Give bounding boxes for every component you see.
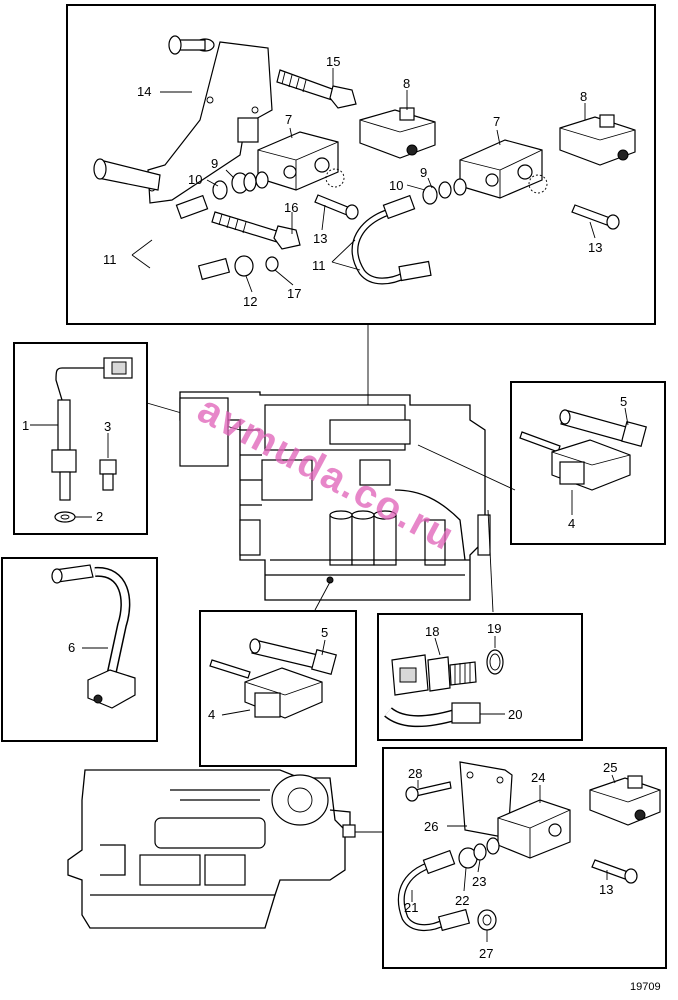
bracket-part-14 [93,35,273,204]
label-11-right: 11 [312,258,326,273]
label-19: 19 [487,621,501,636]
label-17: 17 [287,286,301,301]
label-9-right: 9 [420,165,427,180]
label-13-right: 13 [588,240,602,255]
label-1: 1 [22,418,29,433]
label-9-left: 9 [211,156,218,171]
panel-top-frame [66,4,656,325]
hose-part-11-right [351,194,432,285]
pipe-part-6 [51,564,136,709]
hose-part-21 [397,849,471,932]
label-8-left: 8 [403,76,410,91]
leader-18 [434,637,441,656]
leader-4-center [221,709,251,716]
label-2: 2 [96,509,103,524]
solenoid-part-4-center [244,667,323,719]
fitting-part-27 [477,909,497,931]
label-8-right: 8 [580,89,587,104]
label-4-center: 4 [208,707,215,722]
label-24: 24 [531,770,545,785]
panel-sensor-assembly [377,613,583,741]
panel-center-frame [199,610,357,767]
solenoid-part-8-left [359,107,436,159]
panel-right-valve [510,381,666,545]
label-7-right: 7 [493,114,500,129]
label-10-left: 10 [188,172,202,187]
solenoid-part-25 [589,775,661,826]
bolt-part-16 [211,211,301,250]
label-22: 22 [455,893,469,908]
panel-pipe-assembly [1,557,158,742]
label-21: 21 [404,900,418,915]
bolt-part-13-left [314,194,359,220]
label-26: 26 [424,819,438,834]
engine-side-view [67,769,383,929]
pipe-part-5-center [209,638,337,679]
bolt-part-28 [405,781,452,802]
valve-block-part-7-right [459,139,548,199]
label-20: 20 [508,707,522,722]
sensor-part-18 [391,654,477,696]
label-11-left: 11 [103,252,117,267]
panel-pipe-frame [1,557,158,742]
connector-part-20 [384,702,481,728]
fittings-part-9-10-right [422,178,467,205]
leader-5-right [624,407,629,426]
label-13-bottom: 13 [599,882,613,897]
valve-block-part-7-left [257,131,345,191]
solenoid-part-4-right [551,439,631,491]
label-10-right: 10 [389,178,403,193]
engine-center-view [179,391,516,613]
label-25: 25 [603,760,617,775]
leader-5-center [321,639,326,656]
figure-number: 19709 [630,981,661,993]
label-12: 12 [243,294,257,309]
label-28: 28 [408,766,422,781]
panel-top-assembly [66,4,656,420]
hose-part-11-left [142,194,279,285]
leader-center-bottom [314,581,331,611]
leader-lines-bottom [411,774,616,942]
leader-lines-top [131,68,596,420]
label-27: 27 [479,946,493,961]
label-16: 16 [284,200,298,215]
bolt-part-15 [276,69,357,109]
sensor-cable-part-1 [30,357,133,501]
leader-center-bottom-right [487,509,494,613]
washer-part-2 [54,511,92,523]
panel-sensor-frame [377,613,583,741]
label-14: 14 [137,84,151,99]
solenoid-part-8-right [559,114,636,166]
panel-center-valve [199,610,357,767]
sensor-part-3 [99,433,117,491]
panel-bottom-assembly [382,747,667,969]
bolt-part-13-right [571,204,620,230]
label-4-right: 4 [568,516,575,531]
pipe-part-5-right [519,409,647,453]
label-18: 18 [425,624,439,639]
label-5-right: 5 [620,394,627,409]
label-6: 6 [68,640,75,655]
label-7-left: 7 [285,112,292,127]
fittings-part-9-10-left [212,171,269,200]
label-5-center: 5 [321,625,328,640]
leader-center-right [417,444,516,491]
panel-right-frame [510,381,666,545]
bolt-part-13-bottom [591,859,638,884]
panel-sender-frame [13,342,148,535]
part-number-labels: 14 15 8 8 7 7 9 10 9 10 16 13 13 11 11 1… [22,54,627,961]
panel-bottom-frame [382,747,667,969]
panel-sender-assembly [13,342,241,535]
label-13-left: 13 [313,231,327,246]
fittings-part-22-23 [458,837,500,869]
label-23: 23 [472,874,486,889]
seal-ring-part-19 [486,649,504,675]
label-15: 15 [326,54,340,69]
label-3: 3 [104,419,111,434]
